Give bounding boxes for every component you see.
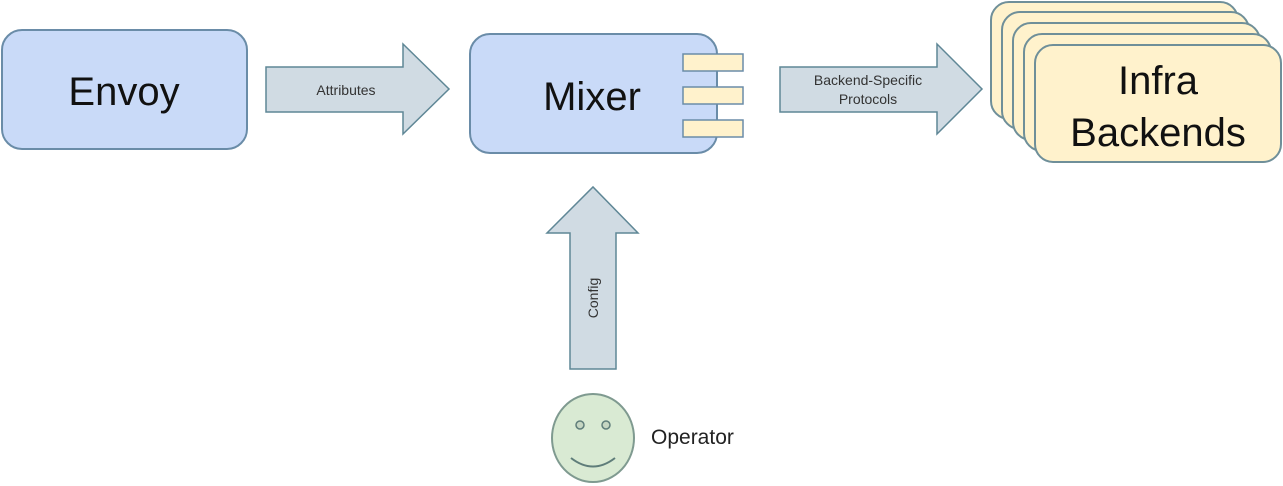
envoy-node: Envoy — [1, 29, 248, 150]
right-eye — [601, 420, 611, 430]
mixer-adapter-port — [682, 119, 744, 138]
operator-label: Operator — [651, 426, 734, 449]
backend-card-front — [1034, 44, 1282, 163]
smile — [570, 457, 616, 468]
protocols-label-line2: Protocols — [839, 91, 897, 107]
smiley-face-icon — [551, 393, 635, 483]
config-arrow: Config — [545, 185, 640, 370]
protocols-arrow: Backend-Specific Protocols — [779, 42, 984, 136]
mixer-node: Mixer — [469, 33, 744, 154]
protocols-label-line1: Backend-Specific — [814, 72, 922, 88]
envoy-label: Envoy — [68, 70, 179, 114]
backends-label-line2: Backends — [1070, 111, 1246, 155]
attributes-arrow: Attributes — [265, 42, 451, 136]
left-eye — [575, 420, 585, 430]
infra-backends-node: Infra Backends — [990, 1, 1282, 163]
config-label: Config — [585, 278, 601, 318]
mixer-adapter-port — [682, 53, 744, 72]
operator-node: Operator — [551, 393, 734, 483]
attributes-label: Attributes — [316, 82, 375, 98]
backends-label-line1: Infra — [1118, 59, 1199, 103]
mixer-label: Mixer — [543, 75, 641, 119]
mixer-adapter-port — [682, 86, 744, 105]
